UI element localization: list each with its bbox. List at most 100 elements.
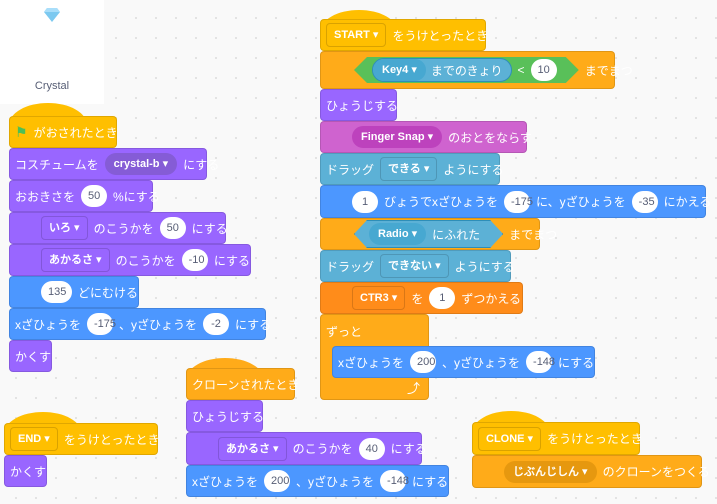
block-label: のこうかを: [115, 253, 176, 268]
seconds-input[interactable]: 1: [352, 190, 378, 213]
show-block[interactable]: ひょうじする: [186, 400, 265, 432]
block-label: 、yざひょうを: [442, 355, 521, 370]
message-dropdown[interactable]: START ▾: [326, 23, 387, 47]
effect-dropdown[interactable]: いろ ▾: [41, 216, 88, 240]
y-input[interactable]: -2: [203, 313, 230, 335]
block-label: どにむける: [77, 285, 138, 300]
when-receive-block[interactable]: START ▾ をうけとったとき: [320, 19, 488, 51]
size-input[interactable]: 50: [81, 185, 108, 207]
diamond-icon: [44, 8, 60, 22]
block-label: ずっと: [326, 325, 363, 339]
set-size-block[interactable]: おおきさを 50 %にする: [9, 180, 160, 212]
set-effect-block[interactable]: いろ ▾ のこうかを 50 にする: [9, 212, 228, 244]
message-dropdown[interactable]: END ▾: [10, 427, 58, 451]
block-label: おおきさを: [15, 189, 76, 204]
block-label: コスチュームを: [15, 157, 99, 172]
direction-input[interactable]: 135: [41, 281, 72, 303]
block-label: をうけとったとき: [547, 432, 643, 446]
effect-value-input[interactable]: -10: [181, 249, 208, 271]
glide-to-xy-block[interactable]: 1 びょうでxざひょうを -175 に、yざひょうを -35 にかえる: [320, 185, 711, 218]
less-than-operator[interactable]: Key4 ▾ までのきょり < 10: [354, 57, 579, 83]
block-label: びょうでxざひょうを: [384, 195, 499, 209]
block-label: xざひょうを: [192, 474, 259, 489]
wait-until-block[interactable]: Key4 ▾ までのきょり < 10 までまつ: [320, 51, 633, 89]
block-label: ドラッグ: [326, 259, 375, 274]
set-effect-block[interactable]: あかるさ ▾ のこうかを 40 にする: [186, 432, 427, 465]
block-label: にふれた: [432, 227, 481, 242]
sprite-thumbnail[interactable]: Crystal: [0, 0, 104, 104]
switch-costume-block[interactable]: コスチュームを crystal-b ▾ にする: [9, 148, 219, 180]
dropdown-value: できない: [388, 260, 433, 272]
when-receive-block[interactable]: CLONE ▾ をうけとったとき: [472, 422, 643, 455]
clone-target-dropdown[interactable]: じぶんじしん ▾: [504, 460, 597, 483]
block-label: かくす: [10, 464, 47, 479]
dropdown-value: CTR3: [360, 292, 389, 304]
touch-target-dropdown[interactable]: Radio ▾: [369, 223, 426, 245]
block-label: ドラッグ: [326, 162, 375, 177]
effect-value-input[interactable]: 50: [159, 217, 186, 239]
change-value-input[interactable]: 1: [429, 287, 456, 309]
distance-to-reporter[interactable]: Key4 ▾ までのきょり: [372, 58, 512, 82]
block-label: %にする: [113, 189, 160, 204]
block-label: がおされたとき: [33, 125, 118, 140]
dropdown-value: あかるさ: [49, 254, 93, 266]
wait-until-block[interactable]: Radio ▾ にふれた までまつ: [320, 218, 557, 250]
dropdown-value: Finger Snap: [361, 131, 425, 143]
block-label: のこうかを: [93, 221, 154, 236]
block-label: にする: [412, 474, 449, 489]
dropdown-value: CLONE: [486, 432, 525, 445]
effect-dropdown[interactable]: あかるさ ▾: [41, 248, 110, 272]
y-input[interactable]: -35: [631, 190, 658, 213]
touching-sensor[interactable]: Radio ▾ にふれた: [354, 220, 503, 248]
when-receive-block[interactable]: END ▾ をうけとったとき: [4, 423, 159, 455]
loop-arrow-icon: ⤴: [406, 381, 420, 396]
hide-block[interactable]: かくす: [4, 455, 47, 487]
start-sound-block[interactable]: Finger Snap ▾ のおとをならす: [320, 121, 532, 153]
compare-value-input[interactable]: 10: [531, 59, 557, 81]
set-drag-mode-block[interactable]: ドラッグ できる ▾ ようにする: [320, 153, 504, 185]
go-to-xy-block[interactable]: xざひょうを -175 、yざひょうを -2 にする: [9, 308, 271, 340]
drag-mode-dropdown[interactable]: できない ▾: [380, 254, 449, 278]
drag-mode-dropdown[interactable]: できる ▾: [380, 157, 438, 181]
set-effect-block[interactable]: あかるさ ▾ のこうかを -10 にする: [9, 244, 251, 276]
block-label: ひょうじする: [326, 98, 399, 113]
block-label: ずつかえる: [461, 291, 521, 306]
block-label: ひょうじする: [192, 409, 265, 424]
block-label: かくす: [15, 349, 52, 364]
effect-value-input[interactable]: 40: [358, 437, 385, 460]
block-label: までまつ: [584, 63, 633, 78]
block-label: ようにする: [443, 162, 504, 177]
set-drag-mode-block[interactable]: ドラッグ できない ▾ ようにする: [320, 250, 515, 282]
x-input[interactable]: -175: [504, 190, 533, 213]
show-block[interactable]: ひょうじする: [320, 89, 399, 121]
x-input[interactable]: 200: [264, 470, 291, 492]
x-input[interactable]: -175: [87, 313, 116, 335]
create-clone-block[interactable]: じぶんじしん ▾ のクローンをつくる: [472, 455, 710, 488]
dropdown-value: Radio: [378, 228, 409, 240]
block-label: にする: [235, 317, 272, 332]
block-label: 、yざひょうを: [296, 474, 375, 489]
block-label: を: [411, 291, 424, 306]
when-flag-clicked-block[interactable]: ⚑ がおされたとき: [9, 116, 118, 148]
when-clone-starts-block[interactable]: クローンされたとき: [186, 368, 299, 400]
y-input[interactable]: -148: [380, 470, 409, 492]
go-to-xy-block[interactable]: xざひょうを 200 、yざひょうを -148 にする: [186, 465, 449, 497]
point-direction-block[interactable]: 135 どにむける: [9, 276, 139, 308]
block-label: にする: [558, 355, 595, 370]
block-label: 、yざひょうを: [119, 317, 198, 332]
effect-dropdown[interactable]: あかるさ ▾: [218, 436, 287, 461]
x-input[interactable]: 200: [410, 351, 437, 373]
go-to-xy-block[interactable]: xざひょうを 200 、yざひょうを -148 にする: [332, 346, 595, 378]
change-variable-block[interactable]: CTR3 ▾ を 1 ずつかえる: [320, 282, 523, 314]
block-label: までまつ: [509, 227, 558, 242]
sound-dropdown[interactable]: Finger Snap ▾: [352, 126, 443, 148]
block-label: ようにする: [454, 259, 515, 274]
message-dropdown[interactable]: CLONE ▾: [478, 426, 542, 451]
target-dropdown[interactable]: Key4 ▾: [373, 59, 426, 81]
hide-block[interactable]: かくす: [9, 340, 52, 372]
sprite-name: Crystal: [34, 80, 70, 92]
variable-dropdown[interactable]: CTR3 ▾: [352, 286, 406, 310]
y-input[interactable]: -148: [526, 351, 555, 373]
dropdown-value: END: [18, 433, 42, 445]
costume-dropdown[interactable]: crystal-b ▾: [104, 153, 178, 175]
